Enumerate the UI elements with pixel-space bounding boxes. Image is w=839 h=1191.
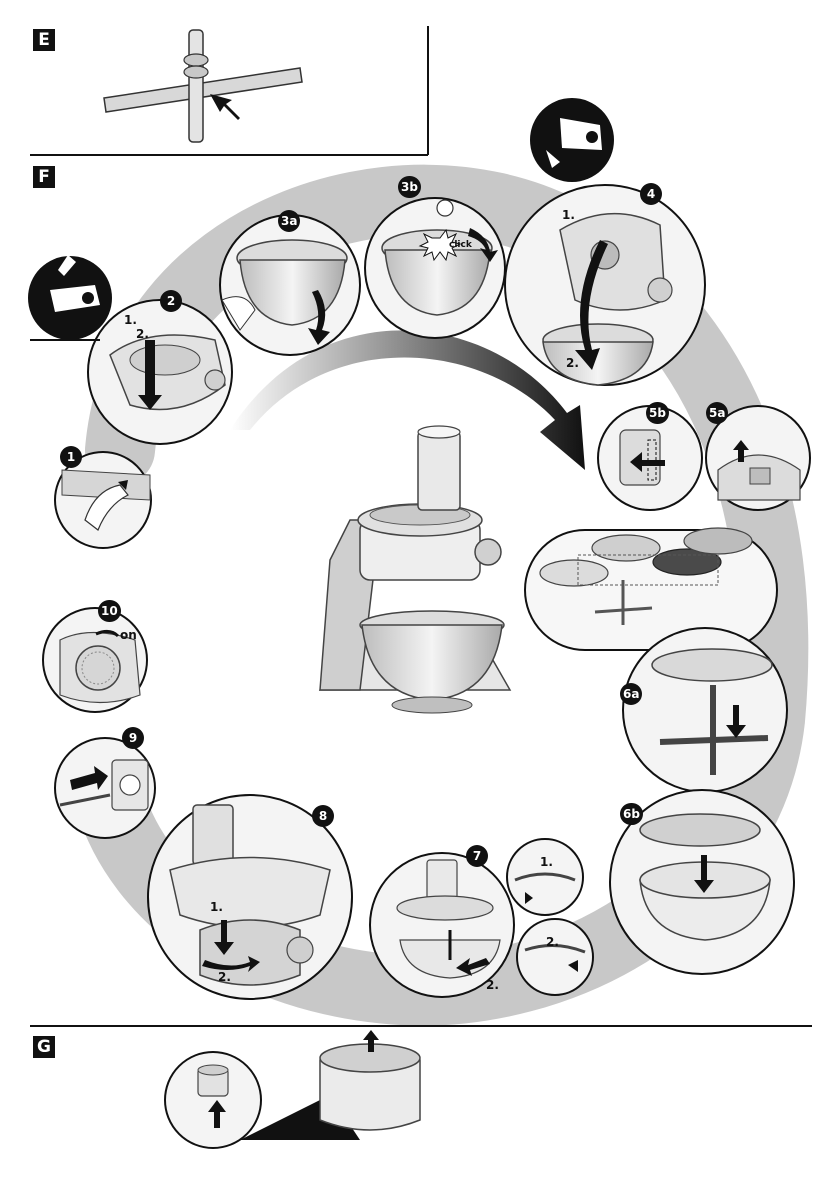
step-badge-3b: 3b <box>398 176 421 198</box>
central-food-processor <box>318 425 512 714</box>
step4-label-1: 1. <box>562 208 575 222</box>
step-badge-8: 8 <box>312 805 334 827</box>
step-badge-10: 10 <box>98 600 121 622</box>
discs-panel <box>524 527 778 651</box>
step-10-circle <box>42 607 148 713</box>
step-7-sub-2 <box>516 918 594 996</box>
step-8-circle <box>147 794 353 1000</box>
step-badge-4: 4 <box>640 183 662 205</box>
step2-label-2: 2. <box>136 327 149 341</box>
section-f-label: F <box>33 166 55 188</box>
step-9-circle <box>54 737 156 839</box>
step-2-circle <box>87 299 233 445</box>
central-curved-arrow <box>230 330 585 470</box>
section-e-label: E <box>33 29 55 51</box>
step-3a-circle <box>219 214 361 356</box>
step7-label-2b: 2. <box>486 978 499 992</box>
step-4-inset <box>530 98 614 182</box>
step-badge-1: 1 <box>60 446 82 468</box>
step-7-sub-1 <box>506 838 584 916</box>
step8-label-2: 2. <box>218 970 231 984</box>
step-badge-6b: 6b <box>620 803 643 825</box>
step-badge-3a: 3a <box>278 210 301 232</box>
step-badge-7: 7 <box>466 845 488 867</box>
section-g-label: G <box>33 1036 55 1058</box>
step8-label-1: 1. <box>210 900 223 914</box>
step4-label-2: 2. <box>566 356 579 370</box>
step-badge-5b: 5b <box>646 402 669 424</box>
step2-label-1: 1. <box>124 313 137 327</box>
step-2-inset <box>28 255 112 341</box>
step-badge-2: 2 <box>160 290 182 312</box>
step-4-circle <box>504 184 706 386</box>
step7-label-2: 2. <box>546 935 559 949</box>
click-label: click <box>449 240 472 250</box>
step-badge-5a: 5a <box>706 402 729 424</box>
section-e-rod-illustration <box>103 29 303 143</box>
on-label: on <box>120 628 137 642</box>
step-6b-circle <box>609 789 795 975</box>
step-3b-circle <box>364 197 506 339</box>
step-5a-circle <box>705 405 811 511</box>
step-1-circle <box>54 451 152 549</box>
step7-label-1: 1. <box>540 855 553 869</box>
grey-arc-background <box>75 164 809 1026</box>
step-7-circle <box>369 852 515 998</box>
step-5b-circle <box>597 405 703 511</box>
step-badge-9: 9 <box>122 727 144 749</box>
section-e-frame <box>30 26 429 156</box>
section-g-illustration <box>164 1030 421 1149</box>
step-6a-circle <box>622 627 788 793</box>
step-badge-6a: 6a <box>620 683 643 705</box>
